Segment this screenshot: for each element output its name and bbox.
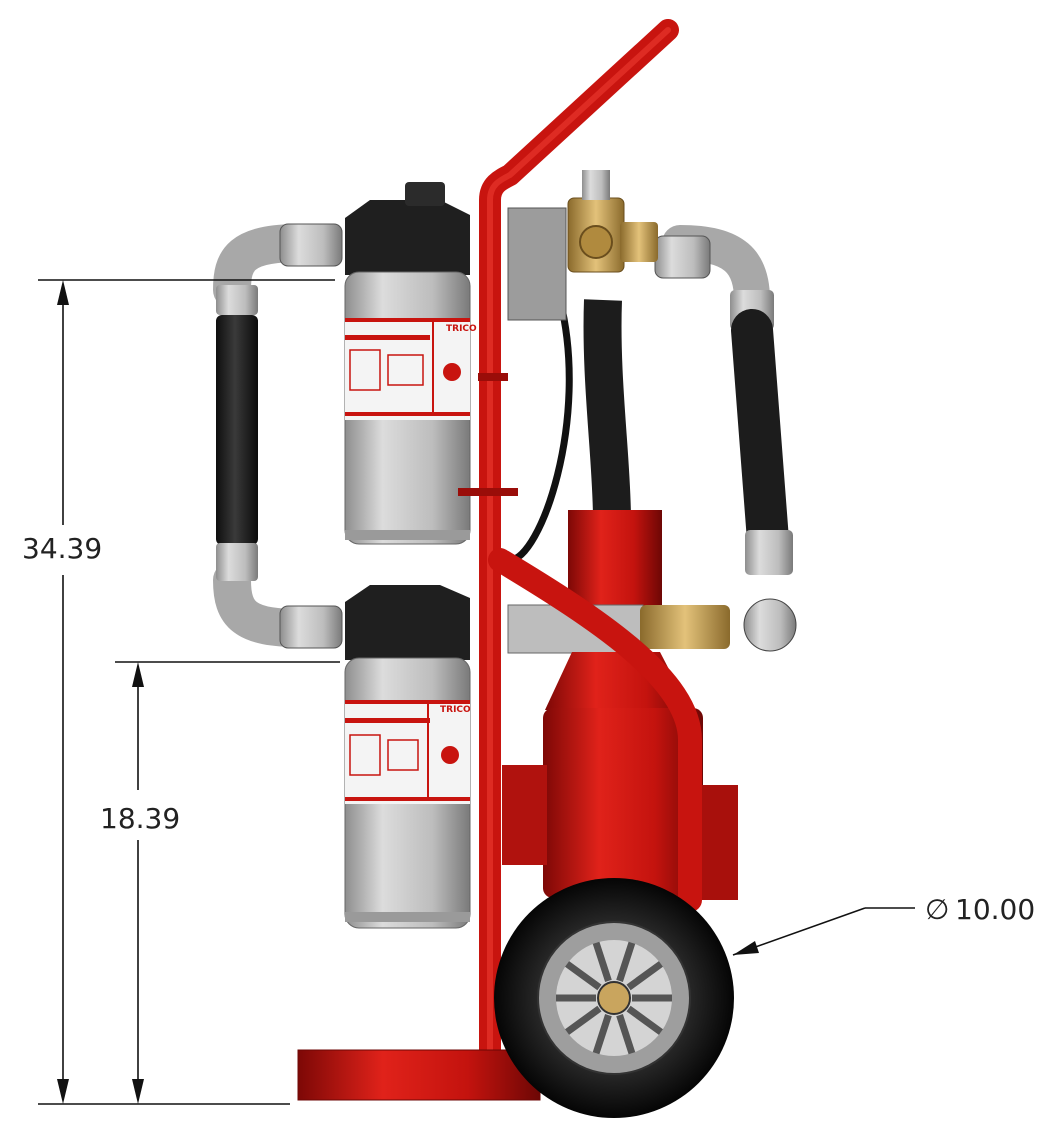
wheel-spoke <box>626 1005 663 1035</box>
overall-height-label: 34.39 <box>22 532 102 565</box>
right-hose <box>654 225 797 652</box>
wheel-diameter-label: 10.00 <box>955 893 1035 926</box>
wheel <box>494 878 734 1118</box>
hand-truck-frame <box>297 19 702 1101</box>
pump-motor <box>502 510 738 900</box>
wheel-spoke <box>592 941 612 982</box>
wheel-spoke <box>592 1014 612 1055</box>
upper-filter-brand: TRICO <box>446 324 477 334</box>
center-hose <box>583 299 631 521</box>
wheel-spoke <box>616 1014 636 1055</box>
lower-filter-height-label: 18.39 <box>100 802 180 835</box>
dimension-overall-height: 34.39 <box>22 279 335 1105</box>
wheel-spoke <box>565 961 602 991</box>
wheel-spoke <box>626 961 663 991</box>
valve <box>507 170 658 321</box>
diameter-symbol: ∅ <box>925 893 949 926</box>
lower-filter-brand: TRICO <box>440 705 471 715</box>
dimension-wheel-diameter: ∅ 10.00 <box>732 893 1035 956</box>
dimension-lower-filter-height: 18.39 <box>100 661 340 1104</box>
wheel-spoke <box>565 1005 602 1035</box>
lower-filter: TRICO <box>344 585 471 929</box>
wheel-spoke <box>616 941 636 982</box>
upper-filter: TRICO <box>344 182 477 545</box>
left-hose-loop <box>213 223 343 649</box>
